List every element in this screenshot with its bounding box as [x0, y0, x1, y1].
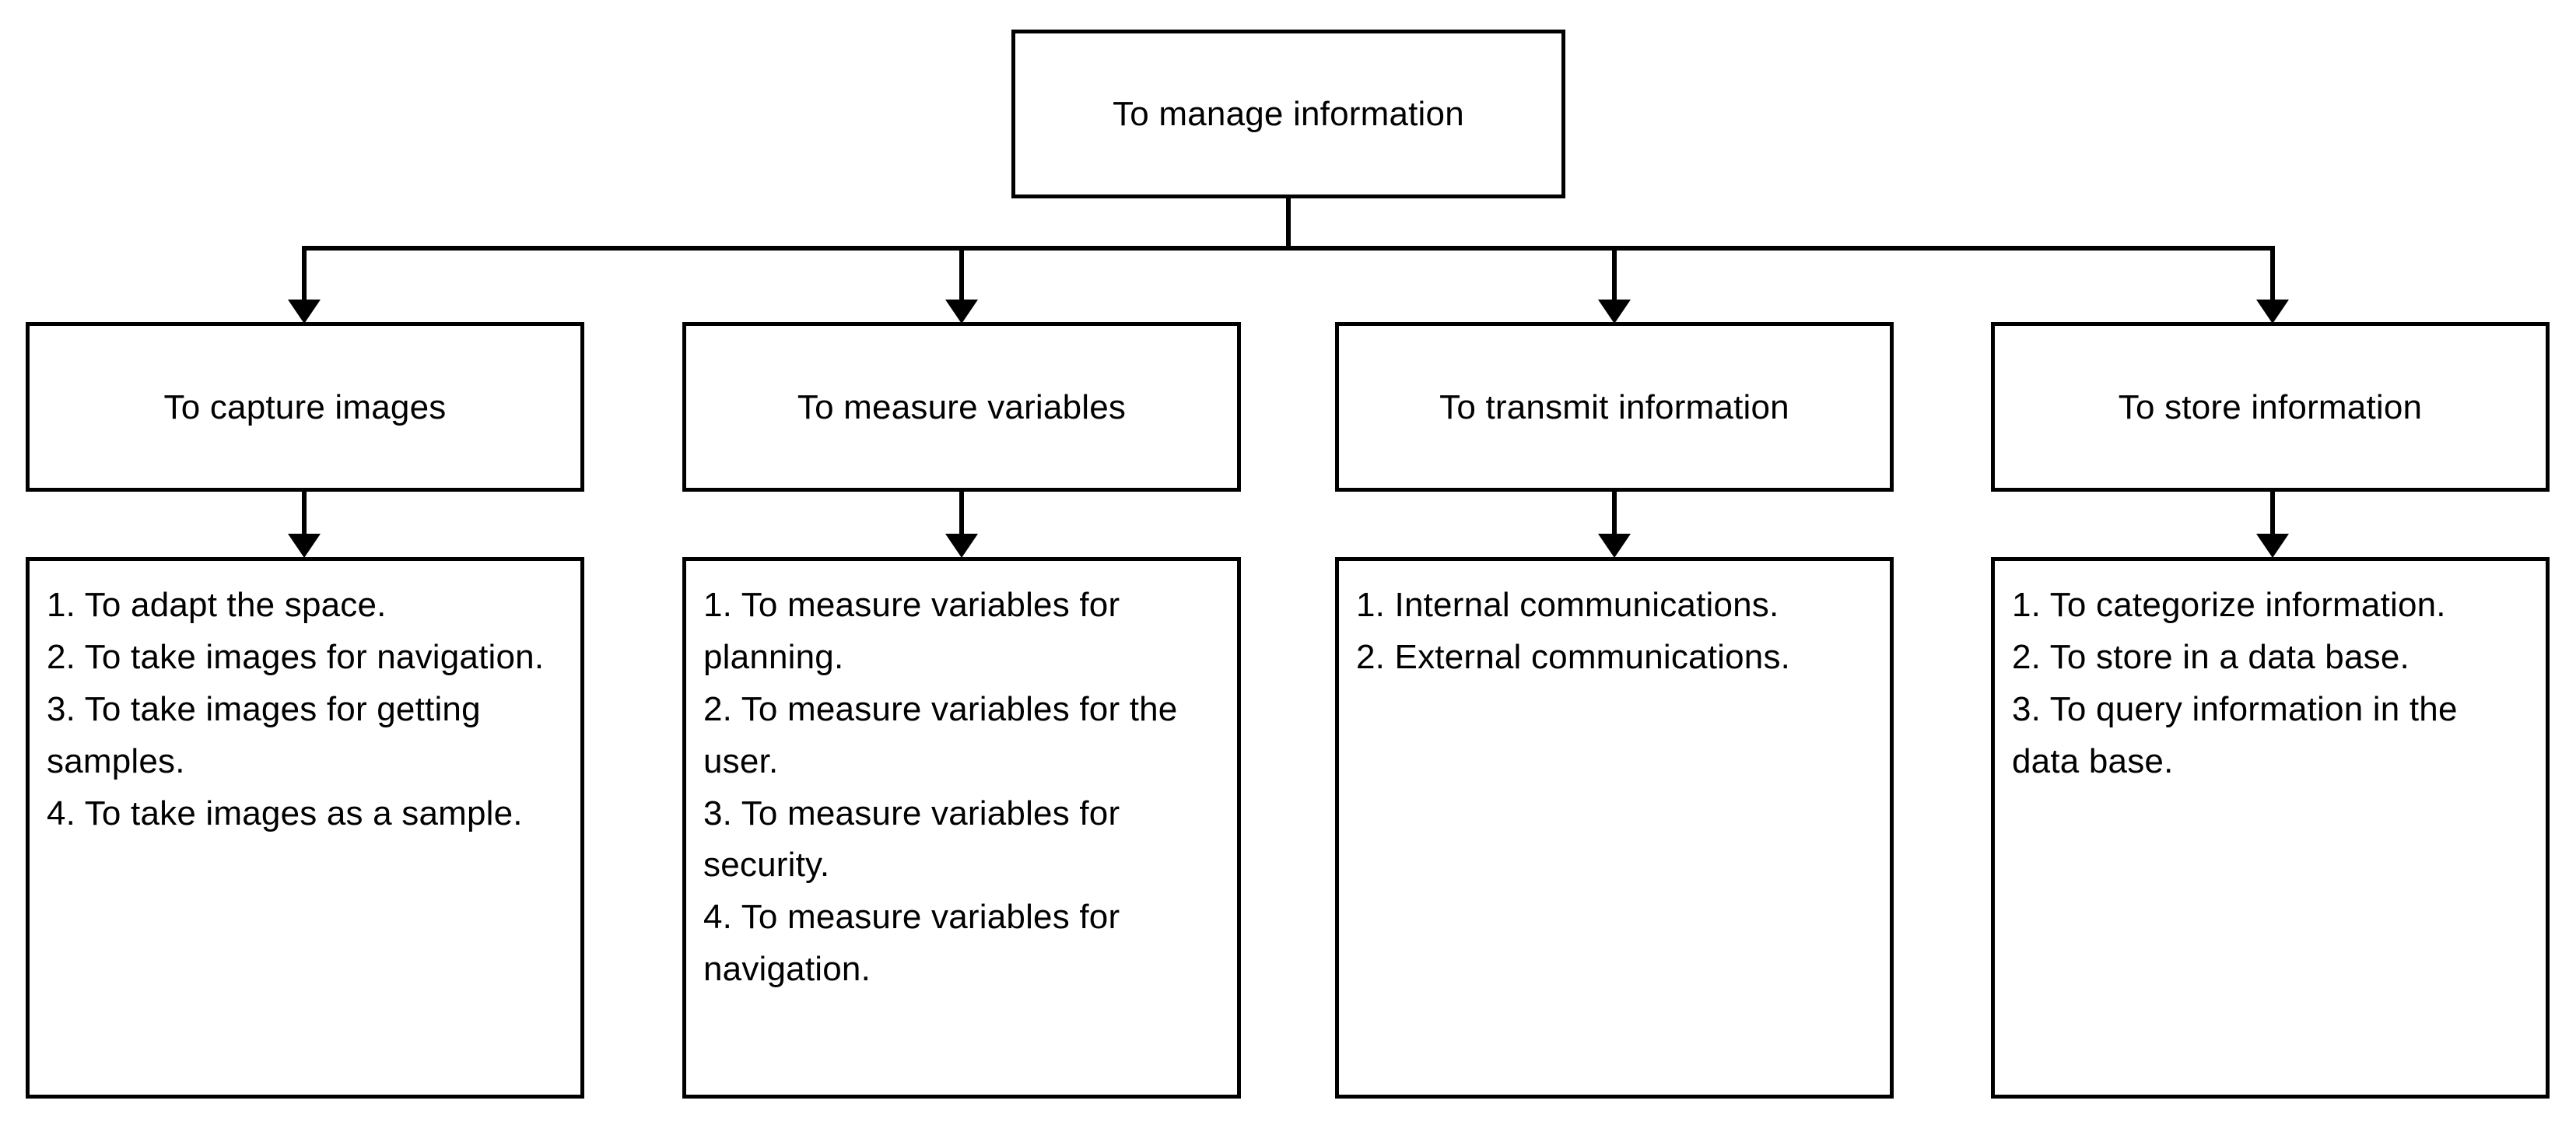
- branch-bus-connector: [304, 246, 2275, 251]
- branch-node-label-2: To measure variables: [797, 387, 1127, 426]
- branch-drop-connector-4: [2270, 246, 2275, 302]
- branch-node-label-1: To capture images: [163, 387, 447, 426]
- branch-arrowhead-2: [945, 300, 978, 324]
- branch-node-label-4: To store information: [2118, 387, 2423, 426]
- detail-node-list-3: 1. Internal communications. 2. External …: [1356, 586, 1791, 676]
- detail-drop-connector-3: [1612, 492, 1617, 535]
- detail-arrowhead-3: [1598, 534, 1631, 558]
- branch-arrowhead-4: [2256, 300, 2289, 324]
- detail-arrowhead-1: [288, 534, 321, 558]
- detail-node-list-4: 1. To categorize information. 2. To stor…: [2012, 586, 2458, 780]
- root-stem-connector: [1286, 197, 1291, 250]
- branch-node-store-information[interactable]: To store information: [1991, 322, 2550, 492]
- branch-drop-connector-1: [302, 246, 307, 302]
- detail-arrowhead-4: [2256, 534, 2289, 558]
- detail-drop-connector-1: [302, 492, 307, 535]
- branch-drop-connector-2: [959, 246, 964, 302]
- branch-node-measure-variables[interactable]: To measure variables: [682, 322, 1241, 492]
- detail-node-list-1: 1. To adapt the space. 2. To take images…: [47, 586, 545, 832]
- branch-arrowhead-3: [1598, 300, 1631, 324]
- root-node-manage-information[interactable]: To manage information: [1011, 30, 1565, 198]
- detail-arrowhead-2: [945, 534, 978, 558]
- detail-drop-connector-2: [959, 492, 964, 535]
- detail-node-transmit-information[interactable]: 1. Internal communications. 2. External …: [1335, 557, 1894, 1099]
- branch-node-capture-images[interactable]: To capture images: [26, 322, 584, 492]
- branch-node-label-3: To transmit information: [1439, 387, 1789, 426]
- detail-drop-connector-4: [2270, 492, 2275, 535]
- detail-node-store-information[interactable]: 1. To categorize information. 2. To stor…: [1991, 557, 2550, 1099]
- branch-drop-connector-3: [1612, 246, 1617, 302]
- detail-node-measure-variables[interactable]: 1. To measure variables for planning. 2.…: [682, 557, 1241, 1099]
- detail-node-list-2: 1. To measure variables for planning. 2.…: [703, 586, 1178, 989]
- branch-arrowhead-1: [288, 300, 321, 324]
- detail-node-capture-images[interactable]: 1. To adapt the space. 2. To take images…: [26, 557, 584, 1099]
- root-node-label: To manage information: [1113, 95, 1464, 133]
- branch-node-transmit-information[interactable]: To transmit information: [1335, 322, 1894, 492]
